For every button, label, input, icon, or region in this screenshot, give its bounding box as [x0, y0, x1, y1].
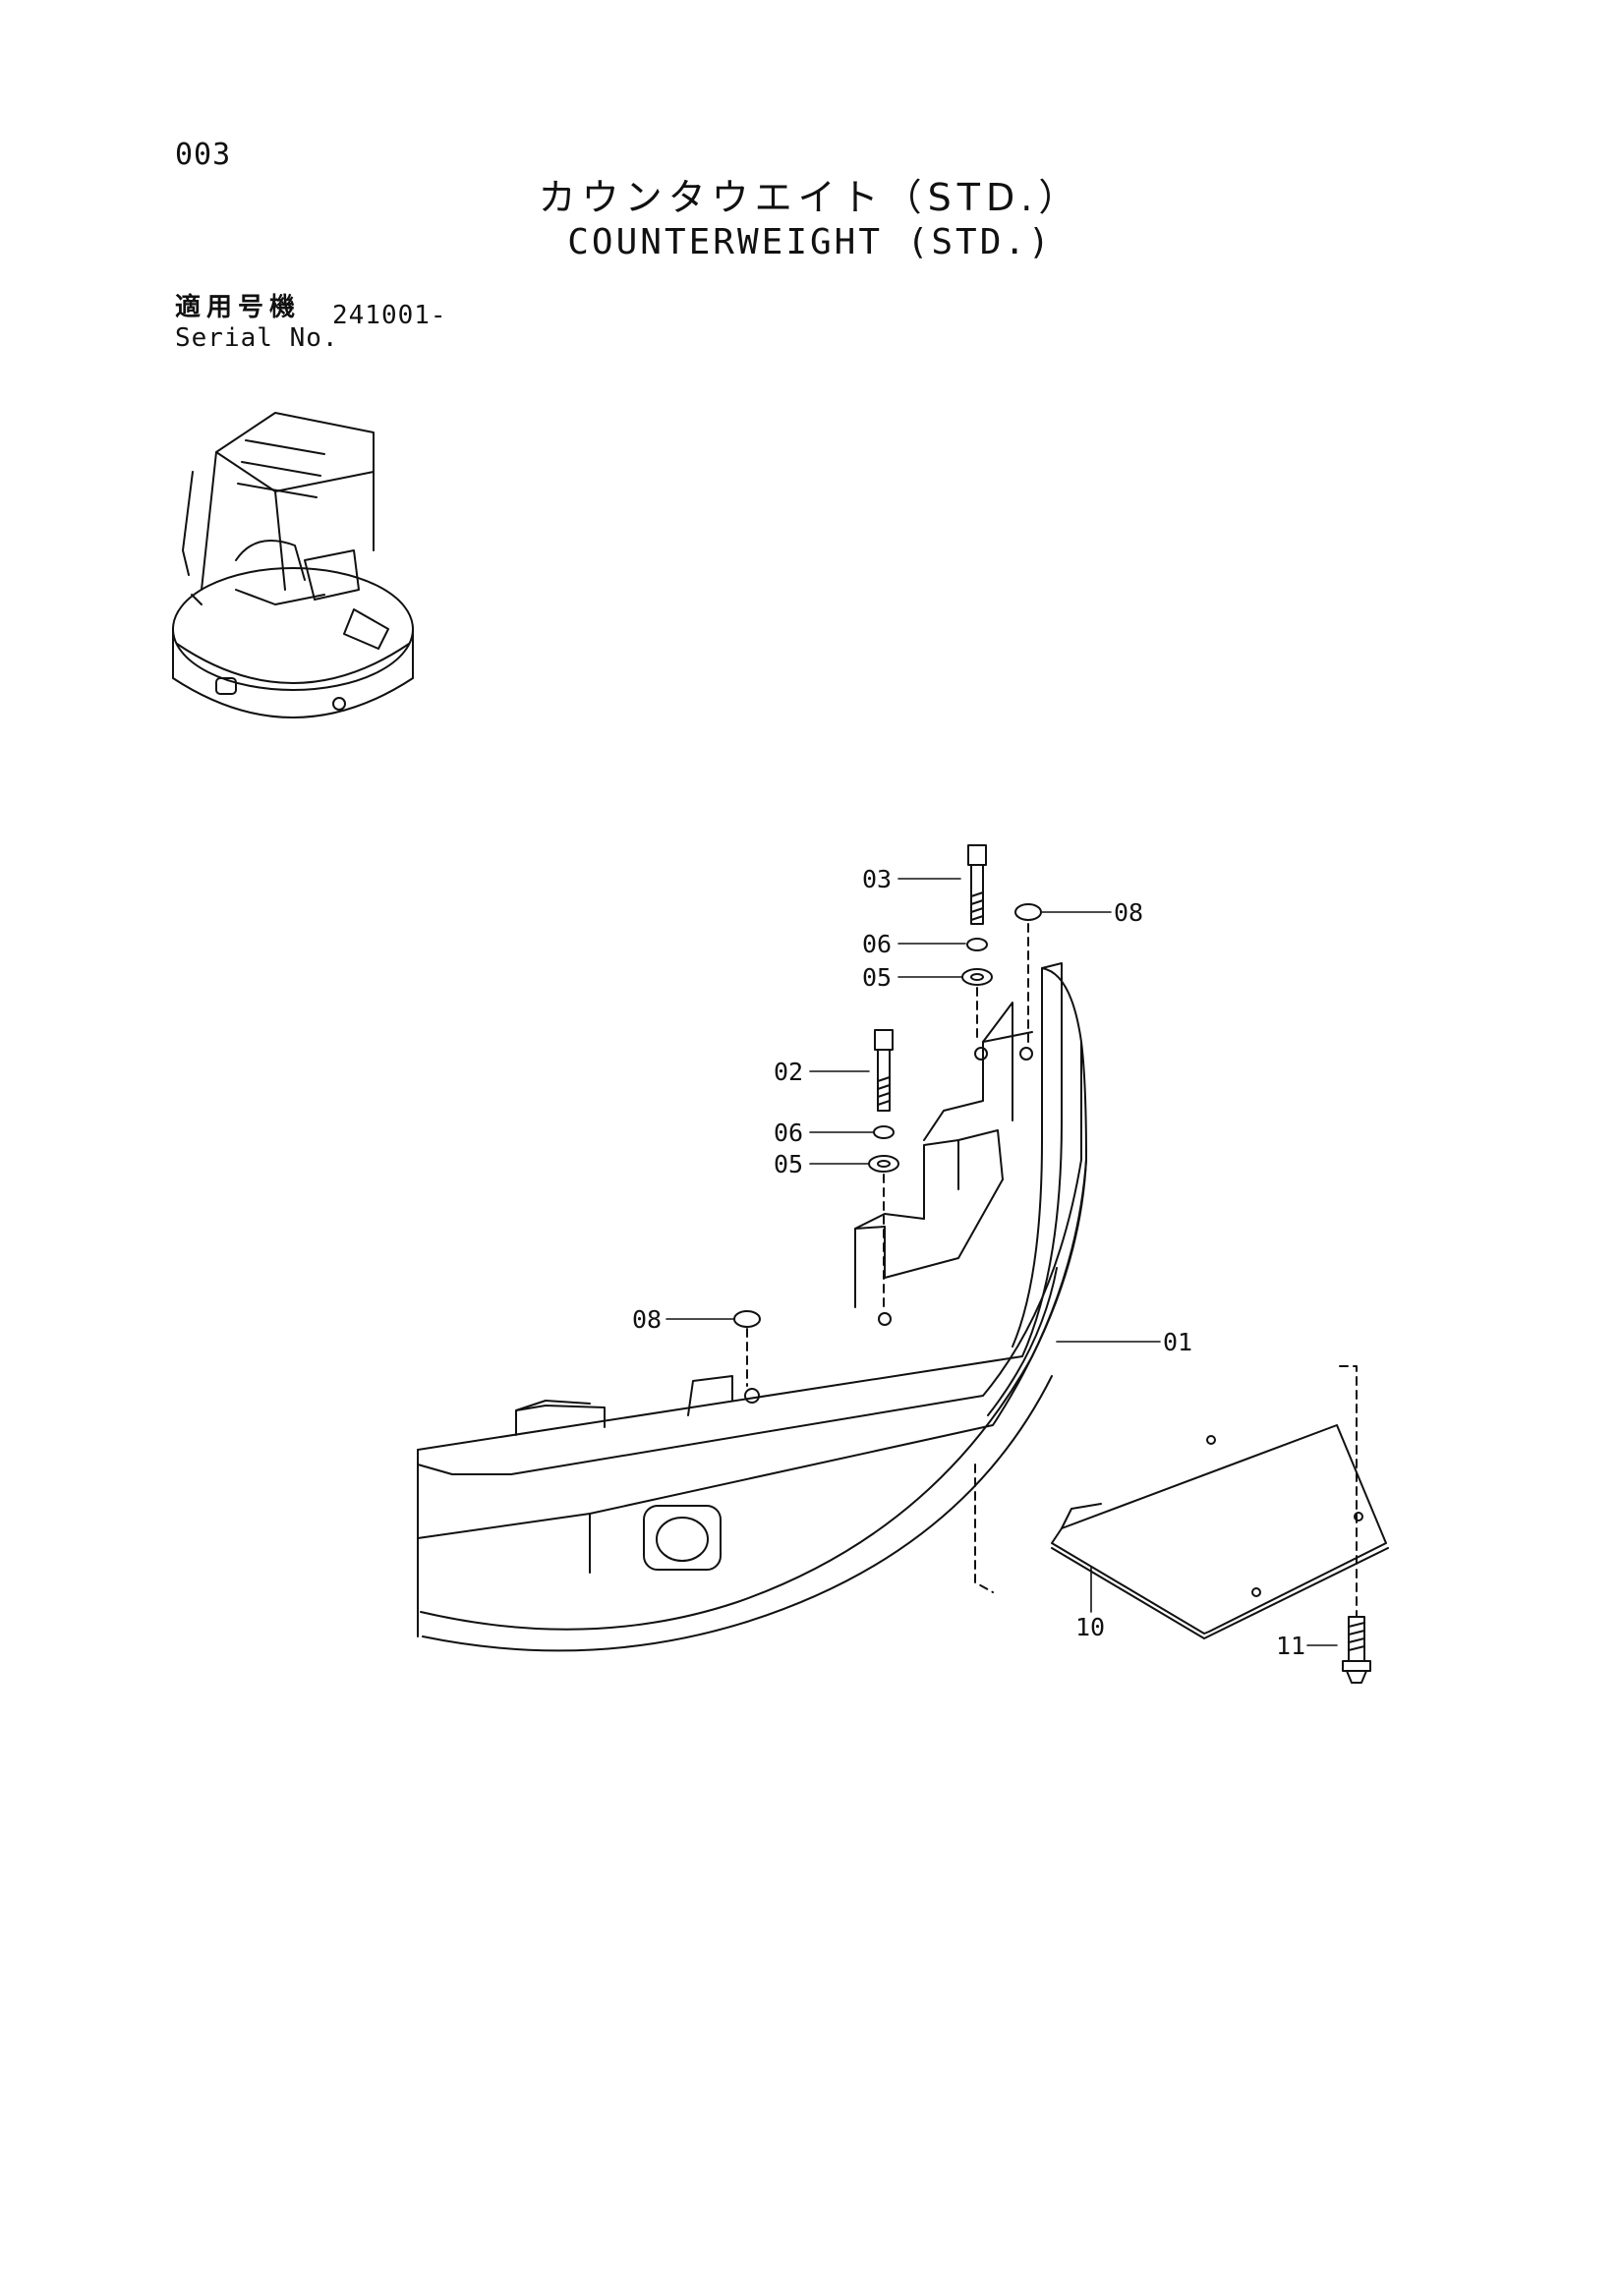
- callout-labels: 03 08 06 05 02 06 05 08 01 10 11: [632, 865, 1305, 1660]
- title-english: COUNTERWEIGHT (STD.): [567, 222, 1053, 262]
- bolt-03: [967, 844, 987, 925]
- serial-label: 適用号機 Serial No.: [175, 287, 339, 353]
- callout-10: 10: [1075, 1613, 1105, 1641]
- page-number: 003: [175, 138, 232, 172]
- cover-plate: [1051, 1424, 1389, 1639]
- callout-05-bottom: 05: [774, 1150, 803, 1178]
- callout-08-bottom: 08: [632, 1305, 662, 1334]
- serial-label-english: Serial No.: [175, 323, 339, 353]
- callout-05-top: 05: [862, 963, 892, 992]
- counterweight-body: [417, 962, 1087, 1652]
- callout-01: 01: [1163, 1328, 1192, 1356]
- title-japanese: カウンタウエイト（STD.）: [538, 176, 1082, 219]
- serial-label-japanese: 適用号機: [175, 293, 302, 322]
- callout-06-bottom: 06: [774, 1119, 803, 1147]
- leader-lines: [665, 878, 1338, 1646]
- bolt-02: [874, 1029, 894, 1112]
- callout-11: 11: [1276, 1632, 1305, 1660]
- alignment-lines: [746, 923, 1358, 1618]
- title-block: カウンタウエイト（STD.） COUNTERWEIGHT (STD.): [0, 175, 1620, 265]
- screw-11: [1342, 1616, 1371, 1684]
- callout-02: 02: [774, 1058, 803, 1086]
- machine-thumbnail-illustration: [172, 412, 414, 718]
- callout-06-top: 06: [862, 930, 892, 958]
- callout-03: 03: [862, 865, 892, 893]
- serial-value: 241001-: [332, 301, 447, 330]
- callout-08-top: 08: [1114, 898, 1143, 927]
